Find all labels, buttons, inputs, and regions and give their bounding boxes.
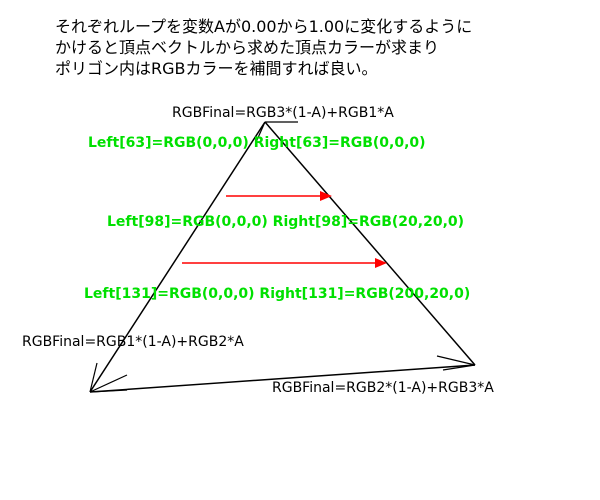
- scanline-arrow-upper: [226, 191, 332, 201]
- scanline-label-131: Left[131]=RGB(0,0,0) Right[131]=RGB(200,…: [84, 286, 470, 302]
- triangle-bottom-edge: [89, 364, 476, 393]
- intro-line-3: ポリゴン内はRGBカラーを補間すれば良い。: [55, 59, 378, 78]
- formula-right-label: RGBFinal=RGB2*(1-A)+RGB3*A: [272, 380, 494, 396]
- triangle: [89, 121, 476, 393]
- formula-left-label: RGBFinal=RGB1*(1-A)+RGB2*A: [22, 334, 244, 350]
- triangle-left-edge: [89, 121, 266, 393]
- edge-arrow-top: [256, 121, 298, 141]
- scanline-label-63: Left[63]=RGB(0,0,0) Right[63]=RGB(0,0,0): [88, 135, 426, 151]
- intro-line-2: かけると頂点ベクトルから求めた頂点カラーが求まり: [55, 38, 439, 57]
- formula-top-label: RGBFinal=RGB3*(1-A)+RGB1*A: [172, 105, 394, 121]
- intro-line-1: それぞれループを変数Aが0.00から1.00に変化するように: [55, 17, 472, 36]
- scanline-label-98: Left[98]=RGB(0,0,0) Right[98]=RGB(20,20,…: [107, 214, 464, 230]
- edge-arrow-right: [436, 355, 476, 371]
- edge-arrow-left: [89, 362, 128, 393]
- triangle-right-edge: [264, 121, 476, 366]
- scanline-arrow-lower: [182, 258, 387, 268]
